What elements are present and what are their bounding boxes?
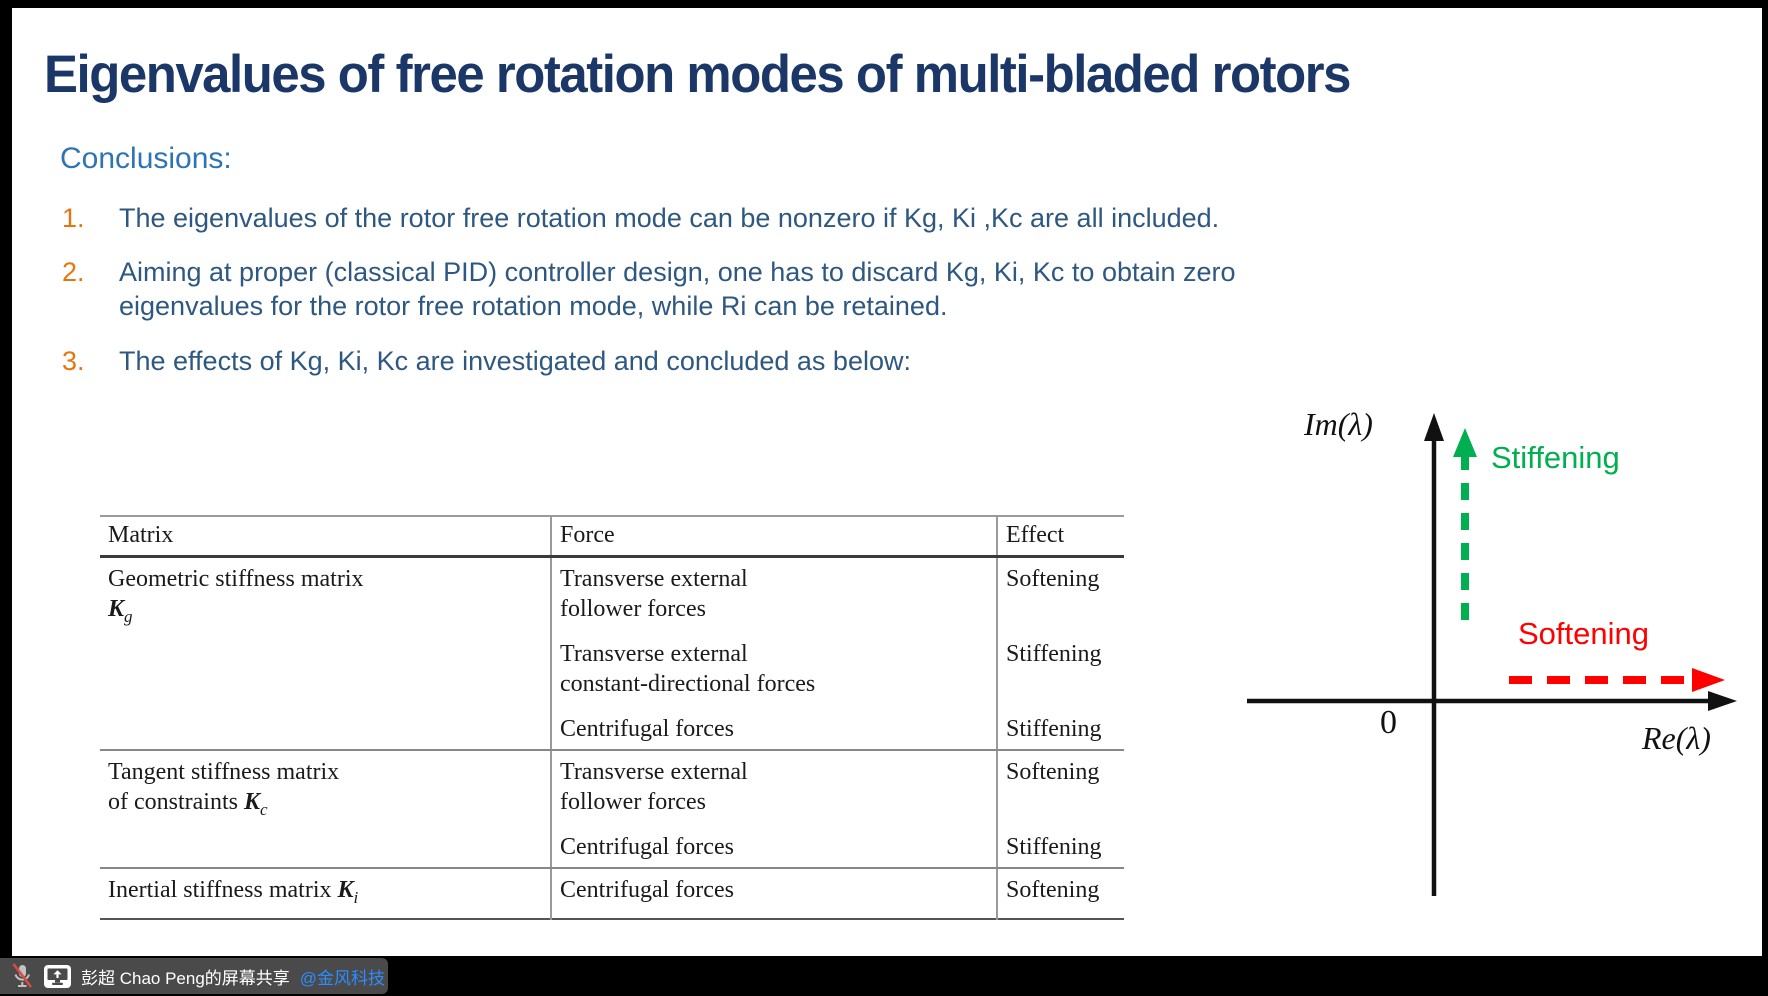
effect-cell: Stiffening [996,704,1124,751]
effect-cell: Stiffening [996,822,1124,869]
effect-cell: Softening [996,556,1124,629]
force-cell: Transverse external constant-directional… [550,629,997,704]
table-header-force: Force [550,516,997,558]
table-row: Inertial stiffness matrix Ki Centrifugal… [100,868,1124,919]
force-cell: Centrifugal forces [550,868,997,919]
eigenvalue-diagram [1247,413,1737,896]
stiffening-arrowhead [1453,428,1477,457]
item-text-line: eigenvalues for the rotor free rotation … [119,291,948,321]
softening-arrowhead [1692,668,1725,692]
im-axis-label: Im(λ) [1304,406,1373,442]
table-row: Centrifugal forces Stiffening [100,704,1124,751]
item-text-line: The effects of Kg, Ki, Kc are investigat… [119,346,911,376]
force-cell: Centrifugal forces [550,704,997,751]
matrix-cell-geometric: Geometric stiffness matrix Kg [100,556,551,751]
item-number: 1. [62,203,85,233]
table-header-matrix: Matrix [100,516,551,558]
screen-share-bar[interactable]: 彭超 Chao Peng的屏幕共享 @金风科技 [0,958,388,994]
screen-share-icon [44,964,71,988]
force-cell: Centrifugal forces [550,822,997,869]
slide-title: Eigenvalues of free rotation modes of mu… [44,45,1351,104]
re-axis-label: Re(λ) [1642,720,1711,756]
origin-label: 0 [1380,704,1397,741]
softening-label: Softening [1518,616,1649,651]
table-row: Transverse external constant-directional… [100,629,1124,704]
slide: Eigenvalues of free rotation modes of mu… [12,8,1762,956]
stiffening-label: Stiffening [1491,440,1620,475]
matrix-cell-inertial: Inertial stiffness matrix Ki [108,877,359,907]
effect-cell: Softening [996,750,1124,822]
share-text: 彭超 Chao Peng的屏幕共享 [81,968,290,988]
force-cell: Transverse external follower forces [550,556,997,629]
vertical-axis-arrowhead [1424,413,1444,441]
effect-cell: Stiffening [996,629,1124,704]
item-text-line: Aiming at proper (classical PID) control… [119,257,1236,287]
table-row: Centrifugal forces Stiffening [100,822,1124,869]
conclusions-heading: Conclusions: [60,142,232,175]
muted-mic-icon [12,963,33,988]
table-row: Tangent stiffness matrix of constraints … [100,750,1124,869]
table-header-row: Matrix Force Effect [100,516,1124,558]
table-header-effect: Effect [996,516,1124,558]
force-cell: Transverse external follower forces [550,750,997,822]
effect-cell: Softening [996,868,1124,919]
table-row: Geometric stiffness matrix Kg Transverse… [100,556,1124,751]
effects-table: Matrix Force Effect Geometric stiffness … [100,515,1124,920]
item-number: 2. [62,257,85,287]
share-mention: @金风科技 [299,968,386,988]
matrix-cell-tangent: Tangent stiffness matrix of constraints … [100,750,551,869]
horizontal-axis-arrowhead [1708,691,1737,711]
item-number: 3. [62,346,85,376]
item-text-line: The eigenvalues of the rotor free rotati… [119,203,1220,233]
